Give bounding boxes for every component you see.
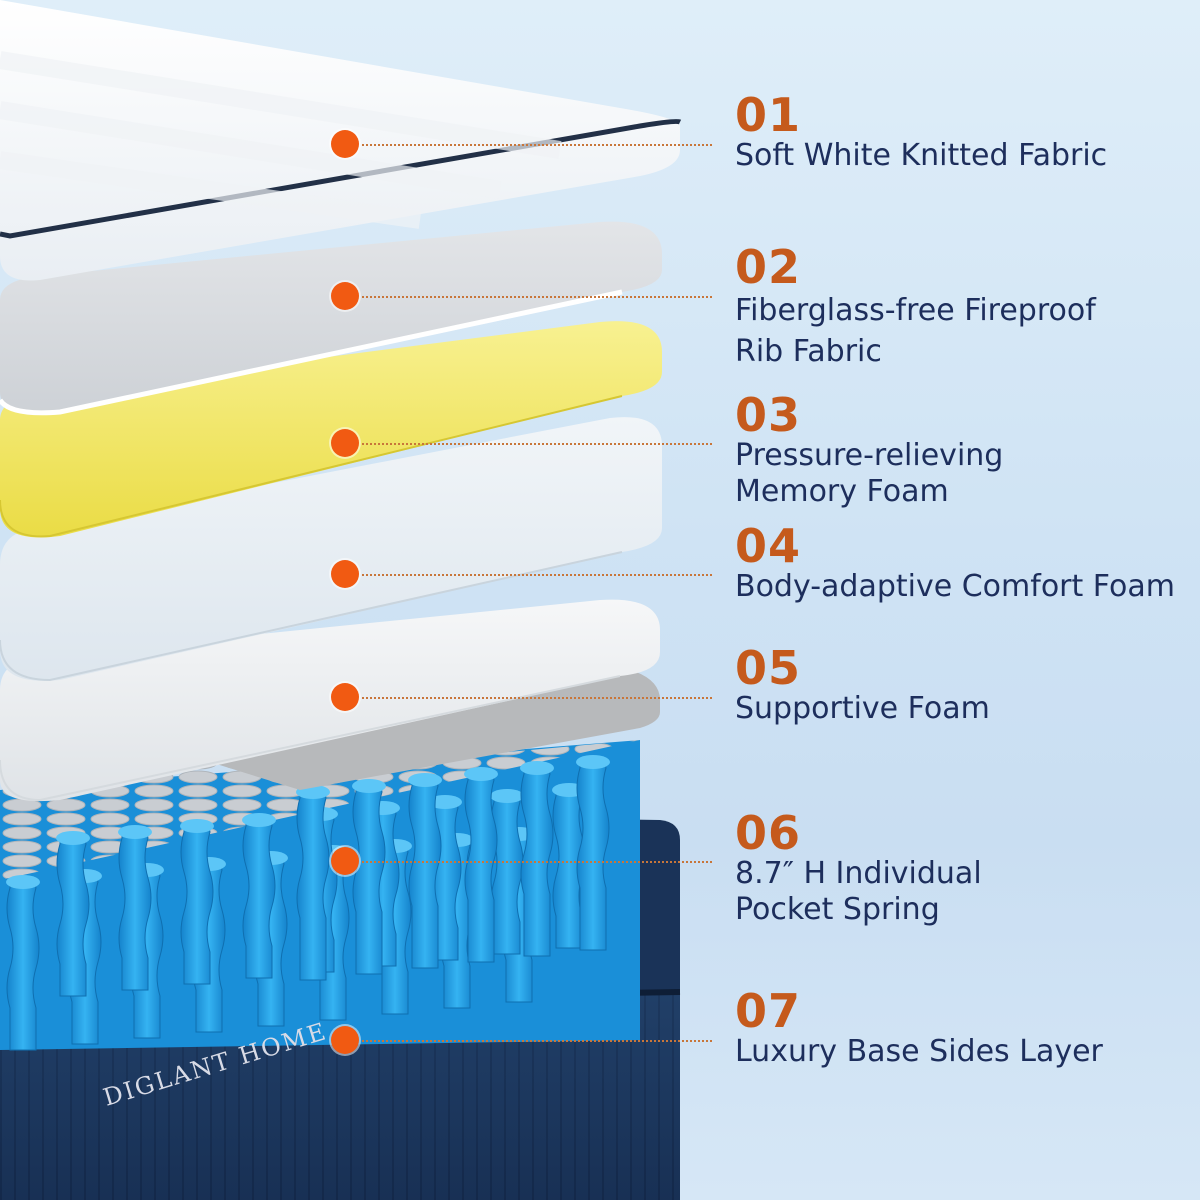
layer-label: Luxury Base Sides Layer xyxy=(735,1034,1103,1069)
layer-label: 8.7″ H Individual xyxy=(735,856,982,891)
layer-callout-03: 03 Pressure-relieving Memory Foam xyxy=(735,392,1003,510)
layer-label: Supportive Foam xyxy=(735,691,990,726)
pocket-spring-coil xyxy=(6,879,40,1051)
leader-line-02 xyxy=(362,296,712,298)
marker-dot-04 xyxy=(331,560,359,588)
pocket-spring-coil xyxy=(180,823,214,985)
pocket-spring-top xyxy=(180,819,214,833)
pocket-spring-coil xyxy=(296,789,330,981)
layer-callout-07: 07 Luxury Base Sides Layer xyxy=(735,988,1103,1070)
marker-dot-02 xyxy=(331,282,359,310)
memory-foam-layer xyxy=(0,321,662,538)
layer-callout-06: 06 8.7″ H Individual Pocket Spring xyxy=(735,810,982,928)
marker-dot-05 xyxy=(331,683,359,711)
layer-callout-05: 05 Supportive Foam xyxy=(735,645,990,727)
pocket-spring-top xyxy=(56,831,90,845)
layer-label: Fiberglass-free Fireproof xyxy=(735,293,1096,328)
leader-line-01 xyxy=(362,144,712,146)
leader-line-07 xyxy=(362,1040,712,1042)
layer-label: Rib Fabric xyxy=(735,334,882,369)
pocket-spring-top xyxy=(242,813,276,827)
pocket-spring-coil xyxy=(56,835,90,997)
layer-label: Pressure-relieving xyxy=(735,438,1004,473)
pocket-spring-coil xyxy=(552,787,586,949)
pocket-spring-top xyxy=(408,773,442,787)
leader-line-05 xyxy=(362,697,712,699)
pocket-spring-coil xyxy=(408,777,442,969)
layer-callout-04: 04 Body-adaptive Comfort Foam xyxy=(735,523,1175,605)
pocket-spring-coil xyxy=(118,829,152,991)
comfort-foam-layer xyxy=(0,417,662,682)
pocket-spring-coil xyxy=(576,759,610,951)
leader-line-06 xyxy=(362,861,712,863)
pocket-spring-top xyxy=(6,875,40,889)
layer-number: 03 xyxy=(735,388,802,442)
pocket-spring-coil xyxy=(352,783,386,975)
layer-callout-01: 01 Soft White Knitted Fabric xyxy=(735,92,1107,174)
layer-label: Body-adaptive Comfort Foam xyxy=(735,569,1175,604)
pocket-spring-coil xyxy=(242,817,276,979)
marker-dot-07 xyxy=(331,1026,359,1054)
pocket-spring-top xyxy=(464,767,498,781)
layer-label: Memory Foam xyxy=(735,474,949,509)
layer-number: 01 xyxy=(735,88,802,142)
leader-line-04 xyxy=(362,574,712,576)
pocket-spring-top xyxy=(490,789,524,803)
marker-dot-01 xyxy=(331,130,359,158)
layer-number: 06 xyxy=(735,806,802,860)
pocket-spring-top xyxy=(118,825,152,839)
marker-dot-03 xyxy=(331,429,359,457)
marker-dot-06 xyxy=(331,847,359,875)
layer-number: 02 xyxy=(735,240,802,294)
pocket-spring-top xyxy=(428,795,462,809)
pocket-spring-coil xyxy=(464,771,498,963)
layer-label: Soft White Knitted Fabric xyxy=(735,138,1108,173)
layer-number: 07 xyxy=(735,984,802,1038)
pocket-spring-top xyxy=(576,755,610,769)
spring-layer xyxy=(0,740,640,1051)
layer-number: 05 xyxy=(735,641,802,695)
layer-label: Pocket Spring xyxy=(735,892,940,927)
pocket-spring-top xyxy=(352,779,386,793)
pocket-spring-top xyxy=(520,761,554,775)
layer-callout-02: 02 Fiberglass-free Fireproof Rib Fabric xyxy=(735,244,1096,372)
rib-fabric-layer xyxy=(0,221,662,416)
leader-line-03 xyxy=(362,443,712,445)
layer-number: 04 xyxy=(735,519,802,573)
